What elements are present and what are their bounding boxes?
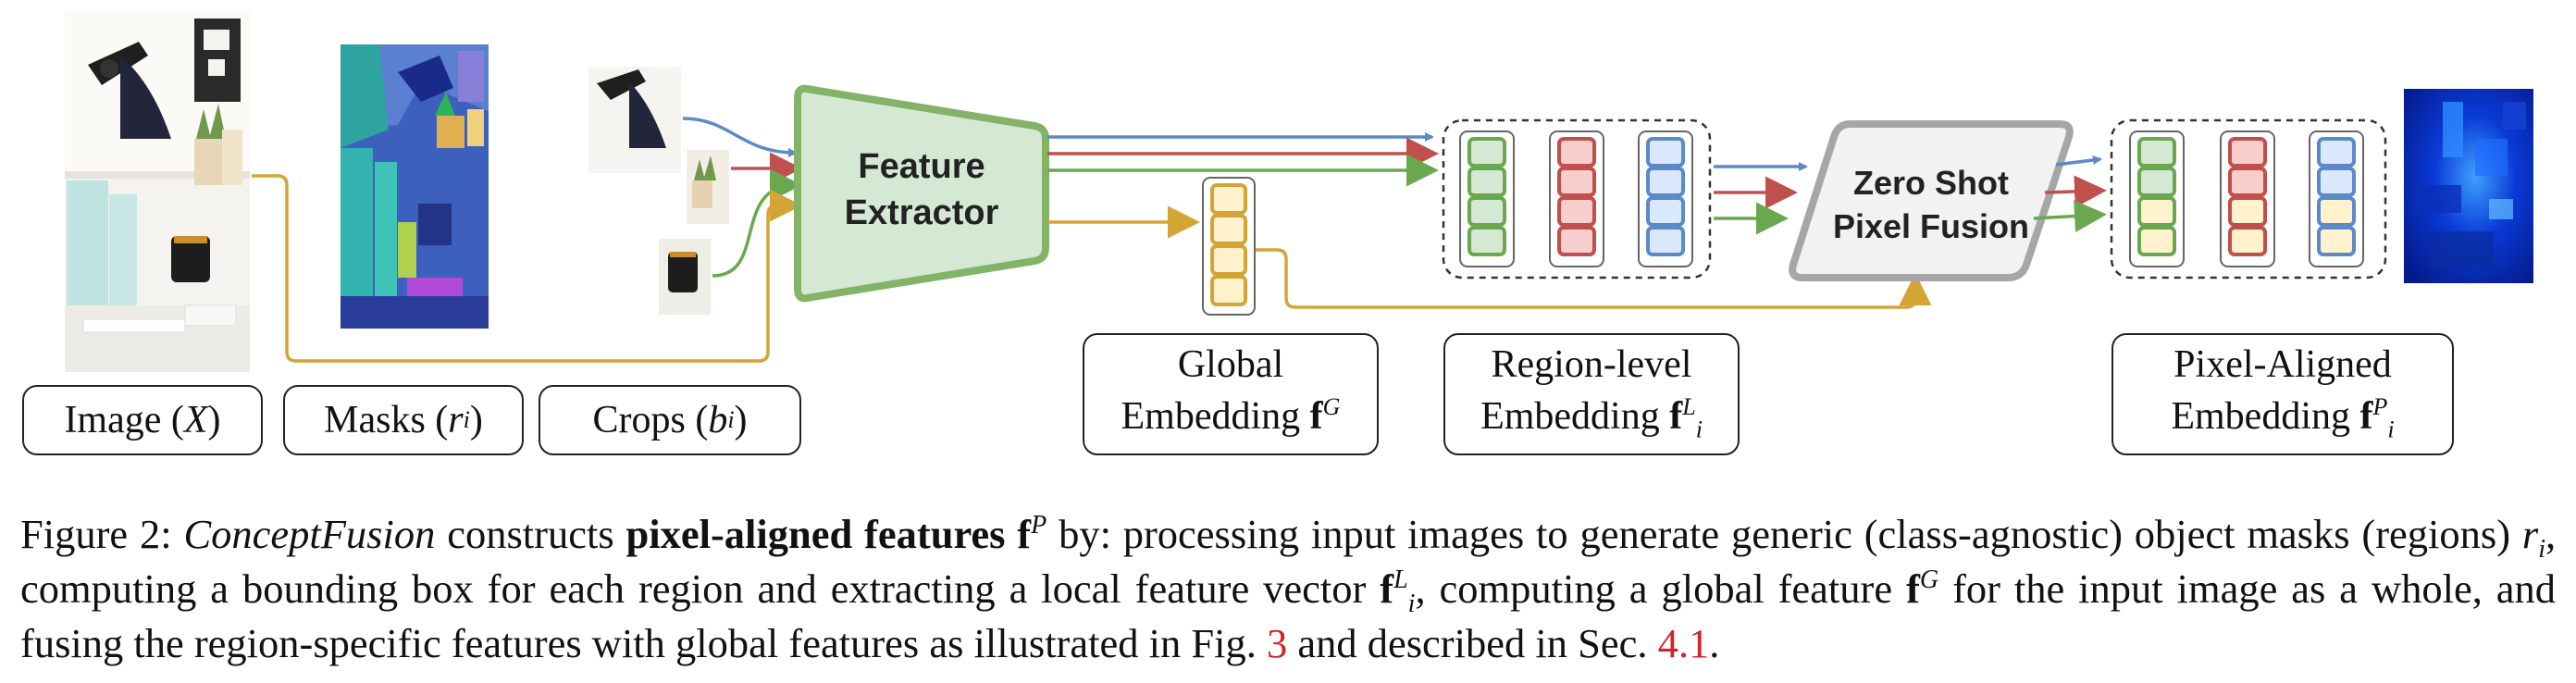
- crops-var: b: [708, 399, 728, 441]
- mask-image: [341, 44, 489, 329]
- global-line1: Global: [1177, 343, 1284, 386]
- pixel-vector-red: [2220, 130, 2275, 267]
- extractor-line2: Extractor: [845, 193, 999, 232]
- caption-sub-i-1: i: [2538, 534, 2545, 564]
- global-line2-row: Embedding fG: [1084, 391, 1377, 442]
- crop-to-extractor-green: [712, 168, 802, 278]
- fusion-line1: Zero Shot: [1853, 164, 2009, 202]
- global-to-fusion-gold: [1254, 248, 1932, 309]
- pixel-embeddings: [2110, 118, 2387, 279]
- fusion-to-pixel-blue: [2055, 155, 2102, 167]
- caption-text-5: for the input image as a whole, and fusi…: [20, 565, 2556, 666]
- caption-symbol-fp: f: [1017, 511, 1032, 557]
- caption-sub-i-2: i: [1407, 589, 1416, 618]
- crop-cup: [659, 239, 711, 315]
- pixel-sub: i: [2387, 416, 2395, 443]
- pixel-line2-row: Embedding fPi: [2113, 391, 2452, 442]
- caption-sup-g: G: [1919, 565, 1939, 595]
- caption-text-7: .: [1709, 620, 1720, 666]
- crop-images: [588, 67, 729, 315]
- pipeline-diagram: Feature Extractor: [65, 11, 2533, 372]
- region-embeddings: [1442, 118, 1712, 279]
- crop-to-extractor-blue: [682, 117, 798, 157]
- masks-label-text: Masks: [324, 399, 426, 441]
- feature-extractor-box: [794, 84, 1049, 303]
- global-line2: Embedding: [1121, 395, 1301, 438]
- fusion-to-pixel-green: [2033, 200, 2107, 233]
- crop-plant: [687, 150, 729, 224]
- global-embedding-vector: [1202, 177, 1256, 316]
- global-symbol: f: [1309, 395, 1323, 438]
- caption-text-2: by: processing input images to generate …: [1059, 511, 2511, 557]
- caption-method: ConceptFusion: [183, 511, 436, 557]
- output-heatmap: [2404, 89, 2533, 283]
- global-embedding-label: Global Embedding fG: [1083, 333, 1379, 455]
- fusion-line2: Pixel Fusion: [1833, 207, 2029, 245]
- region-embedding-label: Region-level Embedding fLi: [1443, 333, 1740, 455]
- figure-ref-link[interactable]: 3: [1266, 620, 1288, 666]
- caption-symbol-fg: f: [1906, 565, 1920, 612]
- figure-caption: Figure 2: ConceptFusion constructs pixel…: [20, 507, 2556, 671]
- pixel-line2: Embedding: [2171, 395, 2350, 438]
- region-line2: Embedding: [1480, 395, 1660, 438]
- caption-text-6: and described in Sec.: [1297, 620, 1648, 666]
- image-label-text: Image: [64, 399, 162, 441]
- crop-lamp: [588, 67, 681, 173]
- global-sup: G: [1322, 393, 1341, 420]
- caption-sup-p: P: [1031, 511, 1047, 540]
- region-symbol: f: [1669, 395, 1683, 438]
- caption-symbol-fl: f: [1380, 565, 1394, 612]
- region-line1: Region-level: [1491, 343, 1692, 386]
- caption-bold: pixel-aligned features: [625, 511, 1006, 557]
- image-label: Image (X): [22, 385, 263, 455]
- region-vector-blue: [1638, 130, 1693, 267]
- pixel-symbol: f: [2359, 395, 2373, 438]
- pixel-fusion-box: [1789, 120, 2074, 281]
- caption-text-3: , computing a bounding box for each regi…: [20, 511, 2557, 612]
- region-sub: i: [1695, 416, 1703, 443]
- crops-label-text: Crops: [592, 399, 686, 441]
- caption-prefix: Figure 2:: [20, 511, 172, 557]
- caption-var-r: r: [2521, 511, 2539, 557]
- pixel-vector-blue: [2309, 130, 2364, 267]
- region-vector-green: [1459, 130, 1515, 267]
- caption-sup-l: L: [1393, 565, 1408, 595]
- masks-sub: i: [463, 406, 470, 433]
- caption-text-1: constructs: [447, 511, 614, 557]
- pixel-vector-green: [2129, 130, 2185, 267]
- image-var: X: [183, 399, 208, 441]
- region-vector-red: [1549, 130, 1604, 267]
- pixel-sup: P: [2372, 393, 2388, 420]
- region-sup: L: [1682, 393, 1696, 420]
- input-image: [65, 11, 250, 372]
- region-line2-row: Embedding fLi: [1445, 391, 1738, 442]
- pixel-line1: Pixel-Aligned: [2174, 343, 2392, 386]
- fusion-to-pixel-red: [2044, 175, 2107, 208]
- extractor-line1: Feature: [858, 147, 985, 186]
- pixel-embedding-label: Pixel-Aligned Embedding fPi: [2112, 333, 2454, 455]
- crops-sub: i: [727, 406, 735, 433]
- masks-var: r: [448, 399, 464, 441]
- section-ref-link[interactable]: 4.1: [1657, 620, 1710, 666]
- figure: Feature Extractor: [22, 11, 2533, 455]
- caption-text-4: , computing a global feature: [1415, 565, 1893, 612]
- image-to-extractor-gold: [252, 174, 802, 363]
